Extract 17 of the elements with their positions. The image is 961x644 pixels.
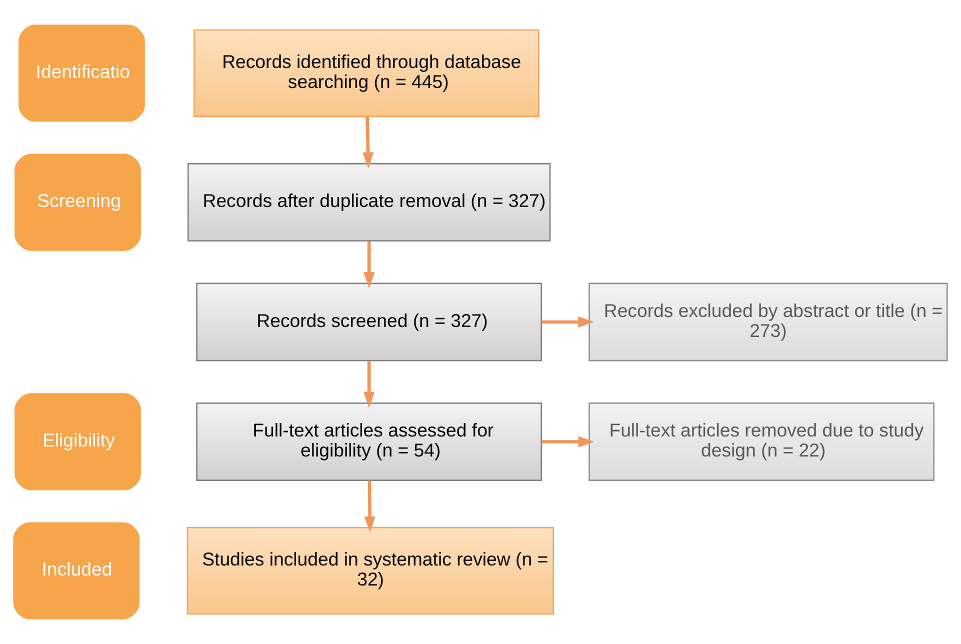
node-box: Records after duplicate removal (n = 327) <box>187 163 551 242</box>
arrow <box>542 316 594 328</box>
arrow <box>362 116 374 168</box>
arrow <box>364 480 376 532</box>
arrow <box>363 361 375 408</box>
arrow <box>542 436 594 448</box>
node-box: Eligibility <box>14 393 141 490</box>
node-box: Identificatio <box>18 24 145 122</box>
node-box: Studies included in systematic review (n = 32) <box>186 526 554 615</box>
node-box: Full-text articles removed due to study design (n = 22) <box>588 402 934 481</box>
arrow <box>363 241 375 288</box>
node-box: Included <box>13 522 140 620</box>
node-box: Records excluded by abstract or title (n = 273) <box>588 282 948 362</box>
node-box: Records identified through database searching (n = 445) <box>193 29 540 118</box>
node-box: Full-text articles assessed for eligibility (n = 54) <box>196 402 542 481</box>
node-box: Screening <box>14 154 141 251</box>
node-box: Records screened (n = 327) <box>196 282 542 362</box>
